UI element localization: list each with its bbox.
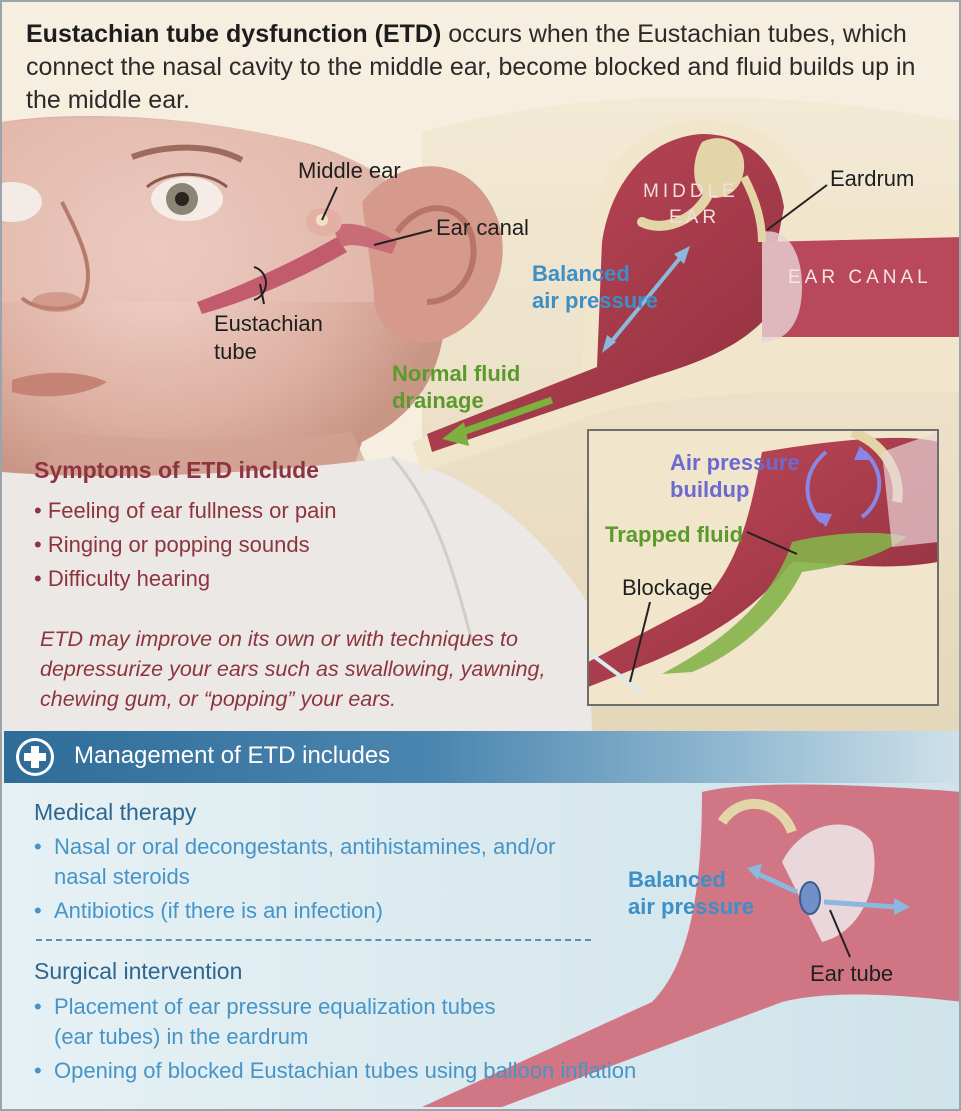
medical-therapy-item: Antibiotics (if there is an infection)	[34, 896, 574, 926]
balanced-air-arrow	[605, 250, 687, 349]
lips	[12, 372, 107, 397]
intro-rest: occurs when the Eustachian tubes, which …	[26, 20, 916, 114]
label-eustachian-line1: Eustachian	[214, 311, 323, 336]
label-middle-ear-caps-line2: EAR	[669, 207, 721, 228]
label-balanced-line1: Balanced	[532, 261, 630, 286]
label-normal-drainage: Normal fluid drainage	[392, 360, 520, 414]
face-eustachian-tube	[197, 186, 433, 314]
label-ear-canal-caps: EAR CANAL	[788, 267, 932, 288]
symptoms-title: Symptoms of ETD include	[34, 457, 319, 483]
ossicles	[694, 138, 745, 198]
label-middle-ear-caps-line1: MIDDLE	[643, 181, 739, 202]
label-drainage-line1: Normal fluid	[392, 361, 521, 386]
label-ear-canal: Ear canal	[436, 215, 529, 240]
surgical-intervention-item: Opening of blocked Eustachian tubes usin…	[34, 1056, 754, 1086]
intro-text: Eustachian tube dysfunction (ETD) occurs…	[26, 18, 936, 117]
ear-tube-diagram	[422, 784, 959, 1107]
label-trapped-fluid: Trapped fluid	[605, 522, 744, 547]
self-care-note: ETD may improve on its own or with techn…	[40, 627, 546, 711]
label-ear-tube-balanced-line2: air pressure	[628, 894, 754, 919]
label-middle-ear: Middle ear	[298, 158, 401, 183]
eardrum	[762, 231, 802, 342]
label-balanced-air-pressure: Balanced air pressure	[532, 260, 658, 314]
medical-therapy-title: Medical therapy	[34, 799, 197, 825]
ear-tube-implant	[799, 881, 821, 915]
management-title: Management of ETD includes	[74, 742, 391, 769]
outer-ear	[362, 166, 503, 343]
surgical-intervention-item: Placement of ear pressure equalization t…	[34, 992, 524, 1052]
intro-bold-term: Eustachian tube dysfunction (ETD)	[26, 20, 442, 48]
label-blockage: Blockage	[622, 575, 713, 600]
label-eustachian-tube: Eustachian tube	[214, 311, 323, 365]
trapped-fluid	[662, 532, 907, 674]
medical-plus-icon	[16, 738, 54, 776]
section-divider	[36, 939, 591, 941]
symptom-item: Ringing or popping sounds	[34, 528, 336, 562]
medical-therapy-item: Nasal or oral decongestants, antihistami…	[34, 832, 574, 892]
medical-therapy-list: Nasal or oral decongestants, antihistami…	[34, 832, 574, 930]
label-air-pressure-buildup: Air pressure buildup	[670, 449, 800, 503]
symptoms-list: Feeling of ear fullness or pain Ringing …	[34, 494, 337, 596]
blockage-inset	[587, 429, 939, 706]
label-ear-tube-balanced-line1: Balanced	[628, 867, 726, 892]
label-drainage-line2: drainage	[392, 388, 484, 413]
management-header-bar	[4, 731, 959, 783]
label-ear-tube: Ear tube	[810, 961, 894, 986]
label-buildup-line2: buildup	[670, 477, 750, 502]
label-buildup-line1: Air pressure	[670, 450, 800, 475]
symptom-item: Feeling of ear fullness or pain	[34, 494, 337, 528]
ear-canal-tube	[762, 237, 959, 337]
symptom-item: Difficulty hearing	[34, 562, 336, 596]
ear-cutaway-diagram	[412, 120, 959, 472]
surgical-intervention-title: Surgical intervention	[34, 958, 243, 984]
label-ear-tube-balanced-pressure: Balanced air pressure	[628, 866, 754, 920]
label-middle-ear-caps: MIDDLE EAR	[643, 181, 739, 229]
label-eustachian-line2: tube	[214, 339, 257, 364]
surgical-intervention-list: Placement of ear pressure equalization t…	[34, 992, 754, 1090]
label-balanced-line2: air pressure	[532, 288, 658, 313]
label-eardrum: Eardrum	[830, 166, 915, 191]
drainage-arrow	[455, 396, 554, 438]
